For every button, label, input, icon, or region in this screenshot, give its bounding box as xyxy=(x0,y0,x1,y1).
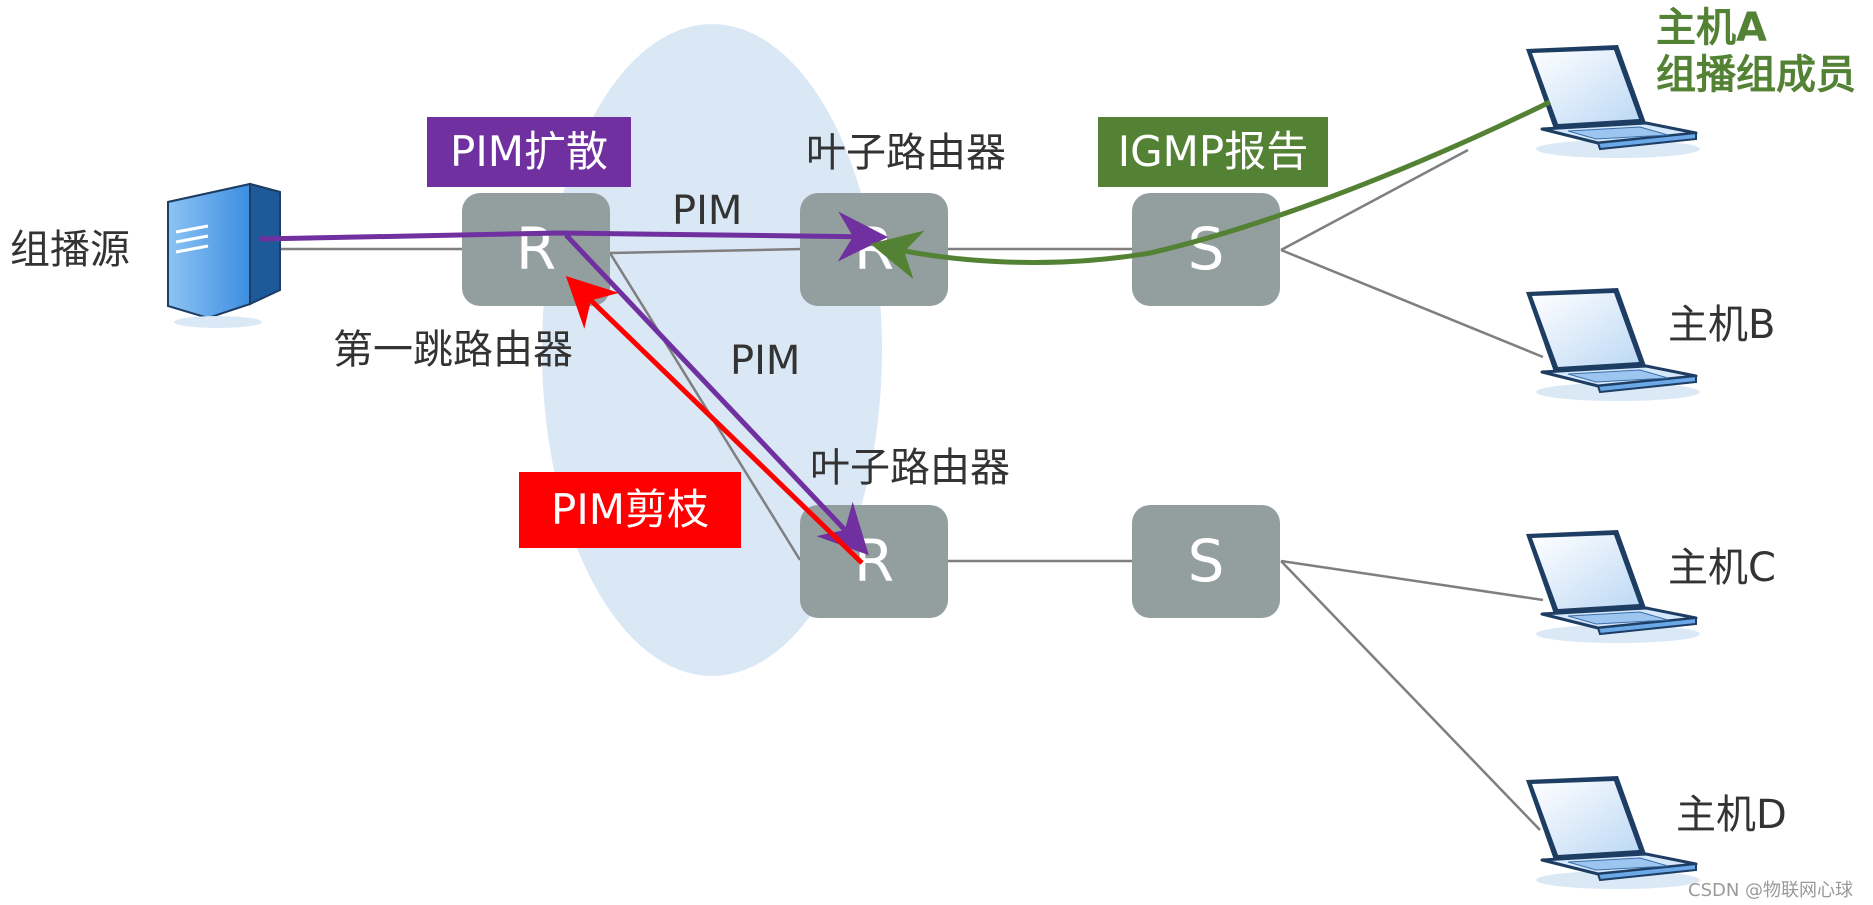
host-a-name: 主机A xyxy=(1656,5,1767,51)
link-switchtop-hostb xyxy=(1280,248,1544,359)
link-switchbottom-hostd xyxy=(1280,560,1541,831)
link-switchtop-hosta xyxy=(1280,148,1469,252)
host-c-label: 主机C xyxy=(1668,545,1776,591)
host-a-label: 主机A 组播组成员 xyxy=(1656,5,1856,99)
leaf-bottom-label: 叶子路由器 xyxy=(810,445,1010,491)
host-d-label: 主机D xyxy=(1676,792,1787,838)
watermark: CSDN @物联网心球 xyxy=(1688,880,1854,901)
pim-top-label: PIM xyxy=(672,188,743,234)
leaf-top-label: 叶子路由器 xyxy=(806,130,1006,176)
link-firsthop-leaftop xyxy=(609,247,804,255)
link-firsthop-leafbottom xyxy=(608,252,802,561)
pim-mid-label: PIM xyxy=(730,338,801,384)
pim-flood-arrow-top xyxy=(259,211,888,262)
host-a-role: 组播组成员 xyxy=(1656,52,1856,99)
pim-prune-callout: PIM剪枝 xyxy=(519,472,741,548)
pim-flood-callout: PIM扩散 xyxy=(427,117,631,187)
links xyxy=(275,148,1544,831)
igmp-report-arrow xyxy=(870,99,1552,280)
first-hop-label: 第一跳路由器 xyxy=(333,327,573,373)
pim-prune-arrow xyxy=(565,276,864,565)
server-icon xyxy=(167,182,281,328)
source-label: 组播源 xyxy=(10,227,130,273)
host-b-label: 主机B xyxy=(1668,302,1776,348)
link-switchbottom-hostc xyxy=(1280,559,1544,602)
igmp-report-callout: IGMP报告 xyxy=(1098,117,1328,187)
switch-bottom: S xyxy=(1132,505,1280,618)
